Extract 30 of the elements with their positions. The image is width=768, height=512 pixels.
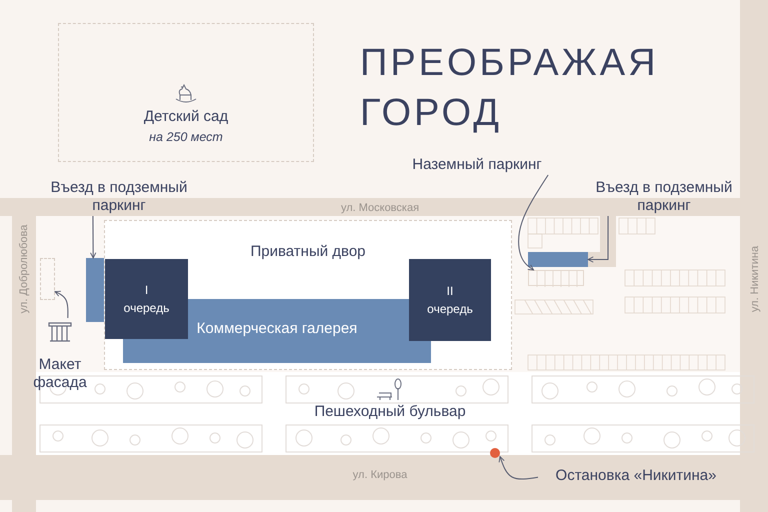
building-block: [105, 259, 188, 339]
street-label: ул. Московская: [340, 201, 420, 215]
leader-line: [588, 216, 609, 263]
building-block: [409, 259, 491, 341]
leader-line: [518, 174, 549, 270]
zone-label: Приватный двор: [250, 243, 366, 260]
building-label: I очередь: [122, 282, 170, 317]
facade-mockup-outline: [40, 258, 55, 300]
leader-line: [90, 216, 96, 258]
zone-label: Детский сад: [144, 108, 228, 124]
area-label: Пешеходный бульвар: [313, 405, 467, 419]
building-label: Коммерческая галерея: [196, 320, 358, 336]
capacity-note: на 250 мест: [149, 130, 223, 144]
leader-line: [498, 456, 538, 480]
entrance-bar: [528, 252, 588, 267]
courtyard-zone: [104, 220, 512, 370]
entrance-bar: [86, 258, 104, 322]
kindergarten-zone: [58, 23, 314, 162]
street-label: ул. Никитина: [748, 244, 762, 314]
street-label: ул. Кирова: [352, 468, 408, 482]
callout-label: Остановка «Никитина»: [538, 464, 734, 488]
street-label: ул. Добролюбова: [17, 224, 31, 316]
callout-label: Въезд в подземный паркинг: [40, 178, 198, 216]
callout-label: Макет фасада: [32, 356, 88, 392]
callout-label: Наземный паркинг: [398, 155, 556, 175]
title: ПРЕОБРАЖАЯ ГОРОД: [360, 41, 660, 136]
callout-label: Въезд в подземный паркинг: [585, 178, 743, 216]
building-label: II очередь: [426, 283, 474, 318]
parking-stalls: [528, 270, 584, 286]
leader-line: [54, 290, 68, 318]
